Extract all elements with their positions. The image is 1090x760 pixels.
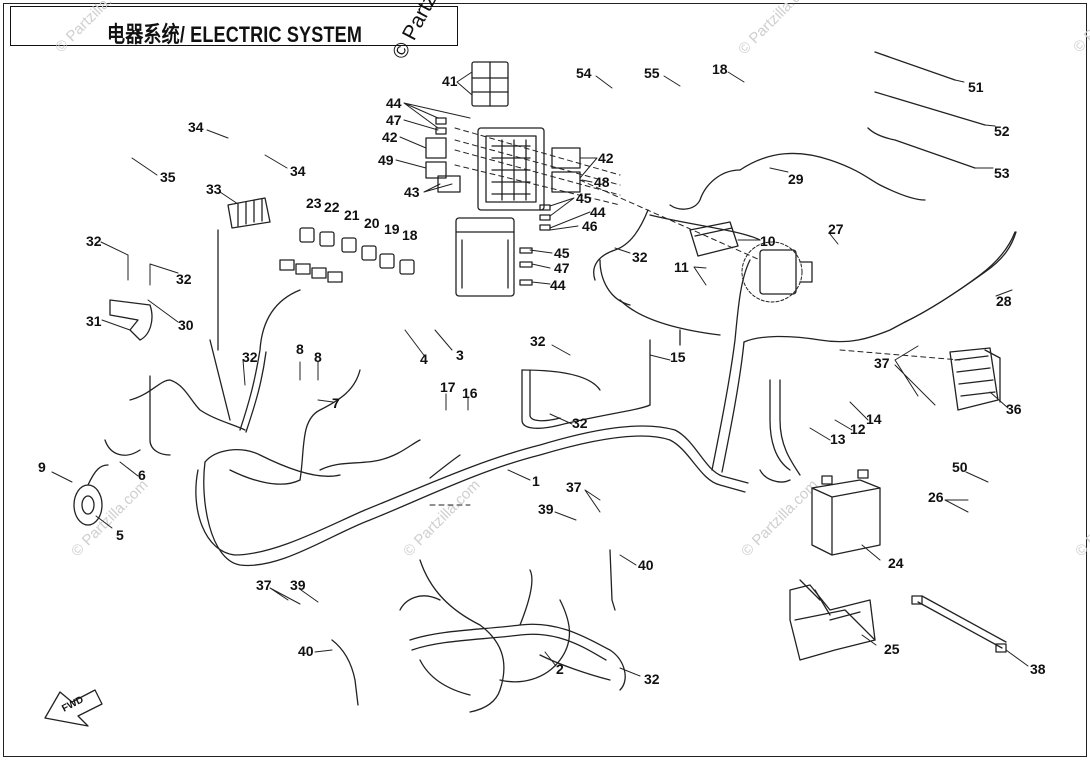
battery-strap-38 xyxy=(911,595,1007,653)
callout-53: 53 xyxy=(994,165,1010,181)
callout-34: 34 xyxy=(290,163,306,179)
callout-22: 22 xyxy=(324,199,340,215)
horn-5 xyxy=(73,464,109,526)
fwd-arrow xyxy=(44,689,103,727)
callout-45: 45 xyxy=(554,245,570,261)
callout-30: 30 xyxy=(178,317,194,333)
callout-8: 8 xyxy=(296,341,304,357)
fwd-arrow-label: FWD xyxy=(60,694,85,714)
callout-27: 27 xyxy=(828,221,844,237)
callout-16: 16 xyxy=(462,385,478,401)
callout-40: 40 xyxy=(638,557,654,573)
callout-24: 24 xyxy=(888,555,904,571)
callout-32: 32 xyxy=(176,271,192,287)
callout-52: 52 xyxy=(994,123,1010,139)
frame-bracket-15 xyxy=(521,329,681,429)
callout-15: 15 xyxy=(670,349,686,365)
callout-2: 2 xyxy=(556,661,564,677)
callout-3: 3 xyxy=(456,347,464,363)
callout-23: 23 xyxy=(306,195,322,211)
callout-37: 37 xyxy=(566,479,582,495)
battery-24 xyxy=(811,469,881,556)
callout-18: 18 xyxy=(402,227,418,243)
callout-7: 7 xyxy=(332,395,340,411)
callout-47: 47 xyxy=(386,112,402,128)
callout-33: 33 xyxy=(206,181,222,197)
callout-17: 17 xyxy=(440,379,456,395)
callout-14: 14 xyxy=(866,411,882,427)
callout-29: 29 xyxy=(788,171,804,187)
battery-holder-25 xyxy=(789,579,876,661)
callout-12: 12 xyxy=(850,421,866,437)
ecu-module xyxy=(949,347,1001,411)
callout-8: 8 xyxy=(314,349,322,365)
callout-45: 45 xyxy=(576,190,592,206)
callout-32: 32 xyxy=(644,671,660,687)
callout-40: 40 xyxy=(298,643,314,659)
callout-46: 46 xyxy=(582,218,598,234)
callout-49: 49 xyxy=(378,152,394,168)
callout-47: 47 xyxy=(554,260,570,276)
callout-36: 36 xyxy=(1006,401,1022,417)
callout-38: 38 xyxy=(1030,661,1046,677)
assembly-dashed-lines xyxy=(429,127,961,506)
regulator-33 xyxy=(227,197,271,229)
fuse-relay-box xyxy=(425,61,581,297)
leader-lines xyxy=(51,71,1029,677)
ignition-module-10 xyxy=(689,221,739,257)
connector-cluster-18-23 xyxy=(279,227,415,283)
callout-44: 44 xyxy=(386,95,402,111)
callout-32: 32 xyxy=(572,415,588,431)
callout-1: 1 xyxy=(532,473,540,489)
callout-32: 32 xyxy=(530,333,546,349)
callout-13: 13 xyxy=(830,431,846,447)
wire-28 xyxy=(904,231,1017,323)
callout-44: 44 xyxy=(550,277,566,293)
callout-41: 41 xyxy=(442,73,458,89)
callout-48: 48 xyxy=(594,174,610,190)
callout-37: 37 xyxy=(256,577,272,593)
callout-54: 54 xyxy=(576,65,592,81)
callout-19: 19 xyxy=(384,221,400,237)
callout-10: 10 xyxy=(760,233,776,249)
main-wiring-harness xyxy=(104,152,1016,567)
callout-21: 21 xyxy=(344,207,360,223)
callout-34: 34 xyxy=(188,119,204,135)
diagram-title: 电器系统/ ELECTRIC SYSTEM xyxy=(107,22,363,47)
callout-25: 25 xyxy=(884,641,900,657)
callout-32: 32 xyxy=(86,233,102,249)
callout-11: 11 xyxy=(674,259,689,275)
o2-sensor-40 xyxy=(331,549,616,706)
ground-cable-31 xyxy=(109,299,153,341)
callout-32: 32 xyxy=(632,249,648,265)
callout-20: 20 xyxy=(364,215,380,231)
callout-32: 32 xyxy=(242,349,258,365)
callout-39: 39 xyxy=(290,577,306,593)
callout-31: 31 xyxy=(86,313,102,329)
callout-9: 9 xyxy=(38,459,46,475)
title-box: 电器系统/ ELECTRIC SYSTEM xyxy=(10,6,458,47)
callout-43: 43 xyxy=(404,184,420,200)
callout-55: 55 xyxy=(644,65,660,81)
callout-35: 35 xyxy=(160,169,176,185)
callout-50: 50 xyxy=(952,459,968,475)
callout-44: 44 xyxy=(590,204,606,220)
callout-labels: 41 44 47 42 49 43 42 48 45 44 46 45 47 4… xyxy=(38,61,1046,715)
callout-6: 6 xyxy=(138,467,146,483)
callout-4: 4 xyxy=(420,351,428,367)
rear-wires-51-53 xyxy=(867,51,986,169)
callout-39: 39 xyxy=(538,501,554,517)
relay-block-29 xyxy=(741,241,813,303)
callout-42: 42 xyxy=(382,129,398,145)
callout-26: 26 xyxy=(928,489,944,505)
callout-42: 42 xyxy=(598,150,614,166)
callout-37: 37 xyxy=(874,355,890,371)
callout-18: 18 xyxy=(712,61,728,77)
sub-wiring-harness xyxy=(399,559,626,713)
callout-28: 28 xyxy=(996,293,1012,309)
callout-5: 5 xyxy=(116,527,124,543)
callout-51: 51 xyxy=(968,79,984,95)
